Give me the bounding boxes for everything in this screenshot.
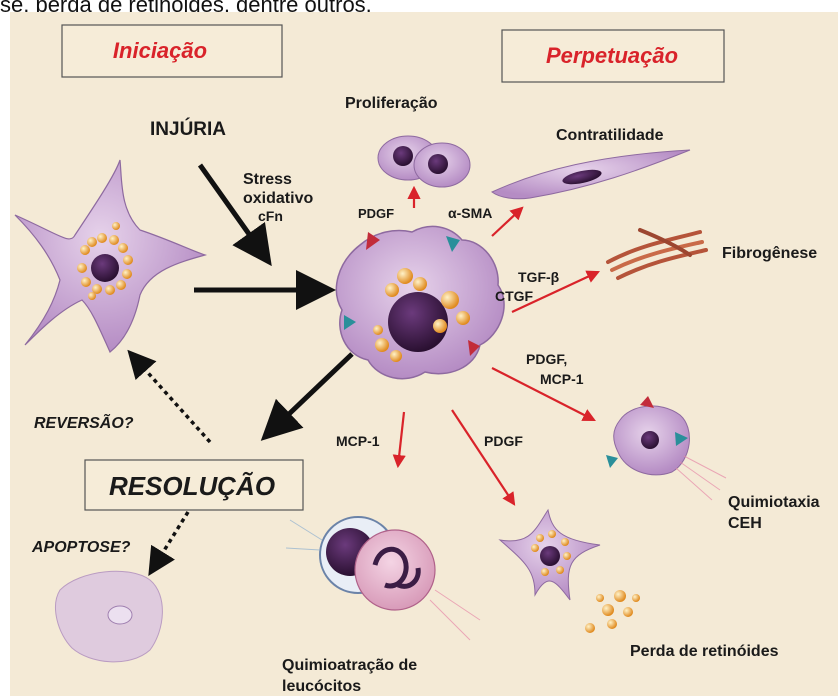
- label-reversao: REVERSÃO?: [34, 412, 134, 432]
- label-stress-2: oxidativo: [243, 190, 313, 207]
- label-quimiotaxia-1: Quimiotaxia: [728, 494, 820, 511]
- label-injuria: INJÚRIA: [150, 118, 226, 140]
- mediator-mcp1-leukocytes: MCP-1: [336, 433, 380, 449]
- mediator-alpha-sma: α-SMA: [448, 205, 492, 221]
- phase-box-perpetuacao: Perpetuação: [502, 30, 724, 82]
- mediator-tgf-beta: TGF-β: [518, 269, 560, 285]
- phase-label-iniciacao: Iniciação: [113, 38, 207, 63]
- phase-box-iniciacao: Iniciação: [62, 25, 282, 77]
- label-quimioatracao-2: leucócitos: [282, 678, 361, 695]
- label-quimioatracao-1: Quimioatração de: [282, 657, 417, 674]
- label-stress-1: Stress: [243, 171, 292, 188]
- label-apoptose: APOPTOSE?: [31, 539, 131, 556]
- mediator-mcp1: MCP-1: [540, 371, 584, 387]
- mediator-pdgf-comma: PDGF,: [526, 351, 567, 367]
- phase-label-resolucao: RESOLUÇÃO: [109, 471, 275, 501]
- label-proliferacao: Proliferação: [345, 95, 438, 112]
- mediator-pdgf-proliferation: PDGF: [358, 206, 394, 221]
- label-stress-3: cFn: [258, 208, 283, 224]
- phase-box-resolucao: RESOLUÇÃO: [85, 460, 303, 510]
- apoptotic-cell: [56, 571, 163, 662]
- mediator-pdgf-retinoid: PDGF: [484, 433, 523, 449]
- label-fibrogenese: Fibrogênese: [722, 245, 817, 262]
- label-perda-retinoides: Perda de retinóides: [630, 643, 779, 660]
- phase-label-perpetuacao: Perpetuação: [546, 43, 678, 68]
- label-contratilidade: Contratilidade: [556, 127, 664, 144]
- label-quimiotaxia-2: CEH: [728, 515, 762, 532]
- mediator-ctgf: CTGF: [495, 288, 534, 304]
